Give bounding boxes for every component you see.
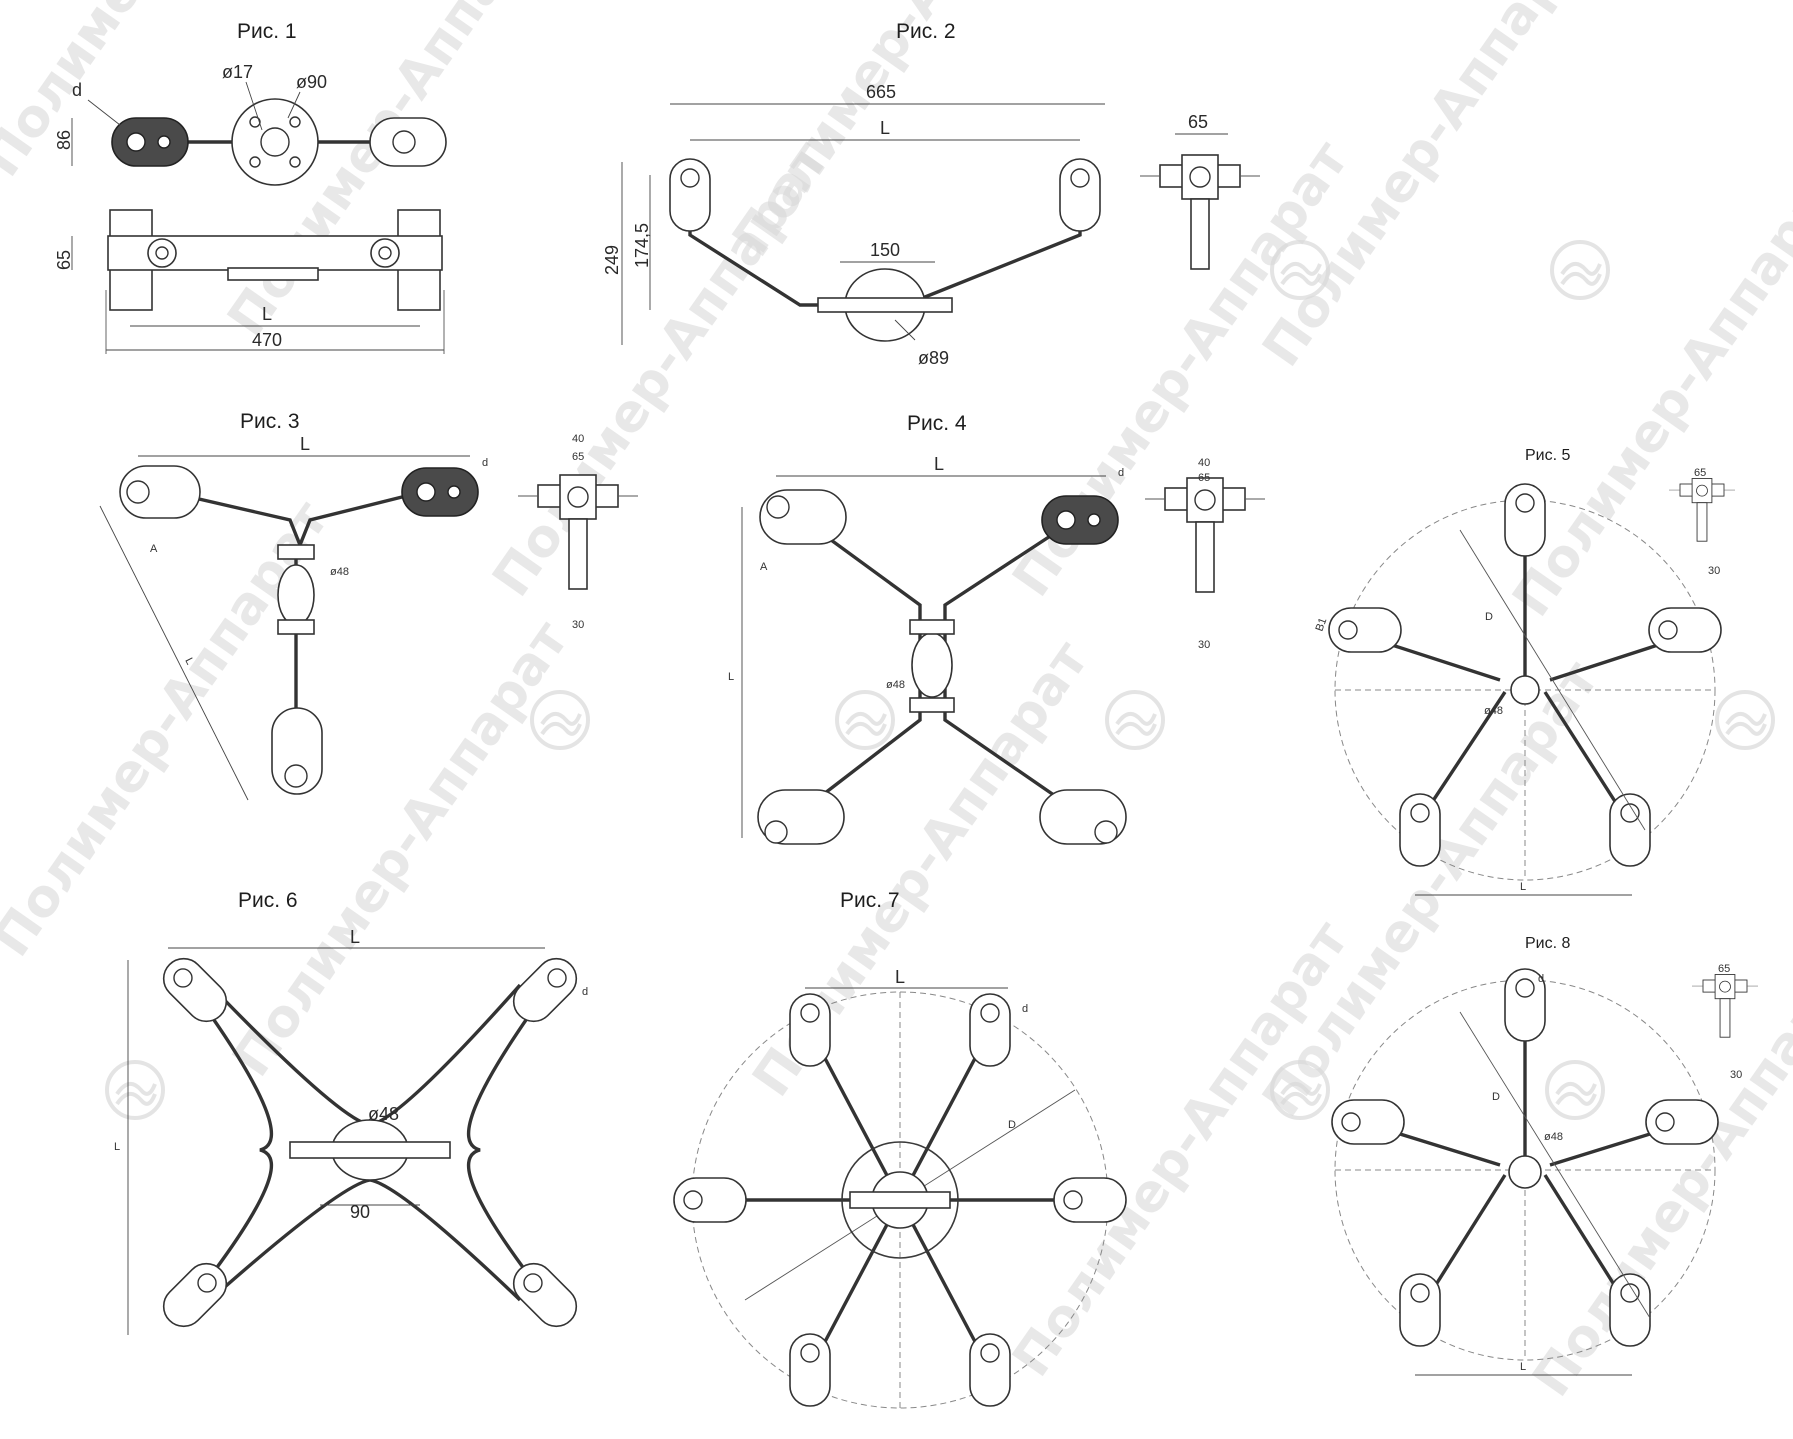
figure-3: Рис. 3 L d A ø48 L 40 65 30 (99, 410, 639, 801)
dim-label: B1 (1314, 616, 1330, 633)
company-logo-icon (530, 690, 590, 750)
dim-label: ø48 (330, 566, 349, 578)
dim-label: 65 (572, 451, 584, 463)
dim-label: d (582, 986, 588, 998)
dim-label: 30 (1730, 1069, 1742, 1081)
dim-label: L (300, 434, 310, 454)
dim-label: L (350, 927, 360, 947)
figure-2: Рис. 2 665 L 150 ø89 249 174,5 65 (602, 20, 1261, 368)
watermark-text: Полимер-Аппарат (1521, 931, 1793, 1408)
figure-caption: Рис. 2 (896, 20, 956, 43)
dim-label: d (1022, 1003, 1028, 1015)
dim-label: 150 (870, 240, 900, 260)
dim-label: 665 (866, 82, 896, 102)
dim-label: d (1118, 467, 1124, 479)
dim-label: L (728, 671, 734, 683)
dim-label: 249 (602, 245, 622, 275)
dim-label: 86 (54, 130, 74, 150)
dim-label: L (262, 304, 272, 324)
dim-label: ø48 (368, 1104, 399, 1124)
dim-label: d (482, 457, 488, 469)
company-logo-icon (1105, 690, 1165, 750)
dim-label: 65 (54, 250, 74, 270)
watermark-text: Полимер-Аппарат (1501, 151, 1793, 628)
fig1-top-view: 86 d ø17 ø90 (54, 62, 447, 186)
figure-caption: Рис. 7 (840, 889, 900, 912)
dim-label: 30 (1708, 565, 1720, 577)
dim-label: D (1485, 611, 1493, 623)
dim-label: ø48 (1544, 1131, 1563, 1143)
dim-label: 40 (1198, 457, 1210, 469)
dim-label: 470 (252, 330, 282, 350)
dim-label: L (895, 967, 905, 987)
dim-label: ø48 (1484, 705, 1503, 717)
dim-label: d (72, 80, 82, 100)
fig5-side-view (1668, 478, 1736, 542)
dim-label: L (1520, 1361, 1526, 1373)
dim-label: 30 (572, 619, 584, 631)
dim-label: ø89 (918, 348, 949, 368)
fig1-side-view: 65 L 470 (54, 209, 445, 354)
dim-label: 65 (1694, 467, 1706, 479)
dim-label: L (182, 656, 195, 667)
figure-caption: Рис. 5 (1525, 447, 1571, 464)
dim-label: D (1492, 1091, 1500, 1103)
dim-label: L (880, 118, 890, 138)
figure-7: Рис. 7 L d D (673, 889, 1127, 1409)
dim-label: L (1520, 881, 1526, 893)
figure-caption: Рис. 4 (907, 412, 967, 435)
figure-4: Рис. 4 L d A ø48 L 40 65 30 (728, 412, 1266, 845)
fig8-side-view (1691, 974, 1759, 1038)
figure-6: Рис. 6 L d ø48 90 L (114, 889, 588, 1336)
figure-caption: Рис. 8 (1525, 935, 1571, 952)
dim-label: A (150, 543, 158, 555)
figure-5: Рис. 5 D B1 ø48 L 65 30 (1314, 447, 1736, 896)
dim-label: 174,5 (632, 223, 652, 268)
figure-caption: Рис. 6 (238, 889, 298, 912)
dim-label: 65 (1188, 112, 1208, 132)
company-logo-icon (1550, 240, 1610, 300)
dim-label: L (934, 454, 944, 474)
fig4-side-view (1144, 477, 1266, 593)
figure-1: Рис. 1 86 d ø17 ø90 (54, 20, 447, 354)
dim-label: ø17 (222, 62, 253, 82)
figure-8: Рис. 8 d D ø48 L 65 30 (1331, 935, 1759, 1376)
company-logo-icon (1545, 1060, 1605, 1120)
dim-label: ø48 (886, 679, 905, 691)
dim-label: A (760, 561, 768, 573)
dim-label: D (1008, 1119, 1016, 1131)
figure-caption: Рис. 1 (237, 20, 297, 43)
watermark-text: Полимер-Аппарат (1001, 911, 1360, 1388)
dim-label: ø90 (296, 72, 327, 92)
dim-label: 30 (1198, 639, 1210, 651)
dim-label: 40 (572, 433, 584, 445)
company-logo-icon (1715, 690, 1775, 750)
dim-label: 65 (1718, 963, 1730, 975)
dim-label: L (114, 1141, 120, 1153)
dim-label: d (1538, 973, 1544, 985)
watermark-text: Полимер-Аппарат (1251, 651, 1610, 1128)
dim-label: 90 (350, 1202, 370, 1222)
company-logo-icon (835, 690, 895, 750)
figure-caption: Рис. 3 (240, 410, 300, 433)
company-logo-icon (105, 1060, 165, 1120)
dim-label: 65 (1198, 472, 1210, 484)
